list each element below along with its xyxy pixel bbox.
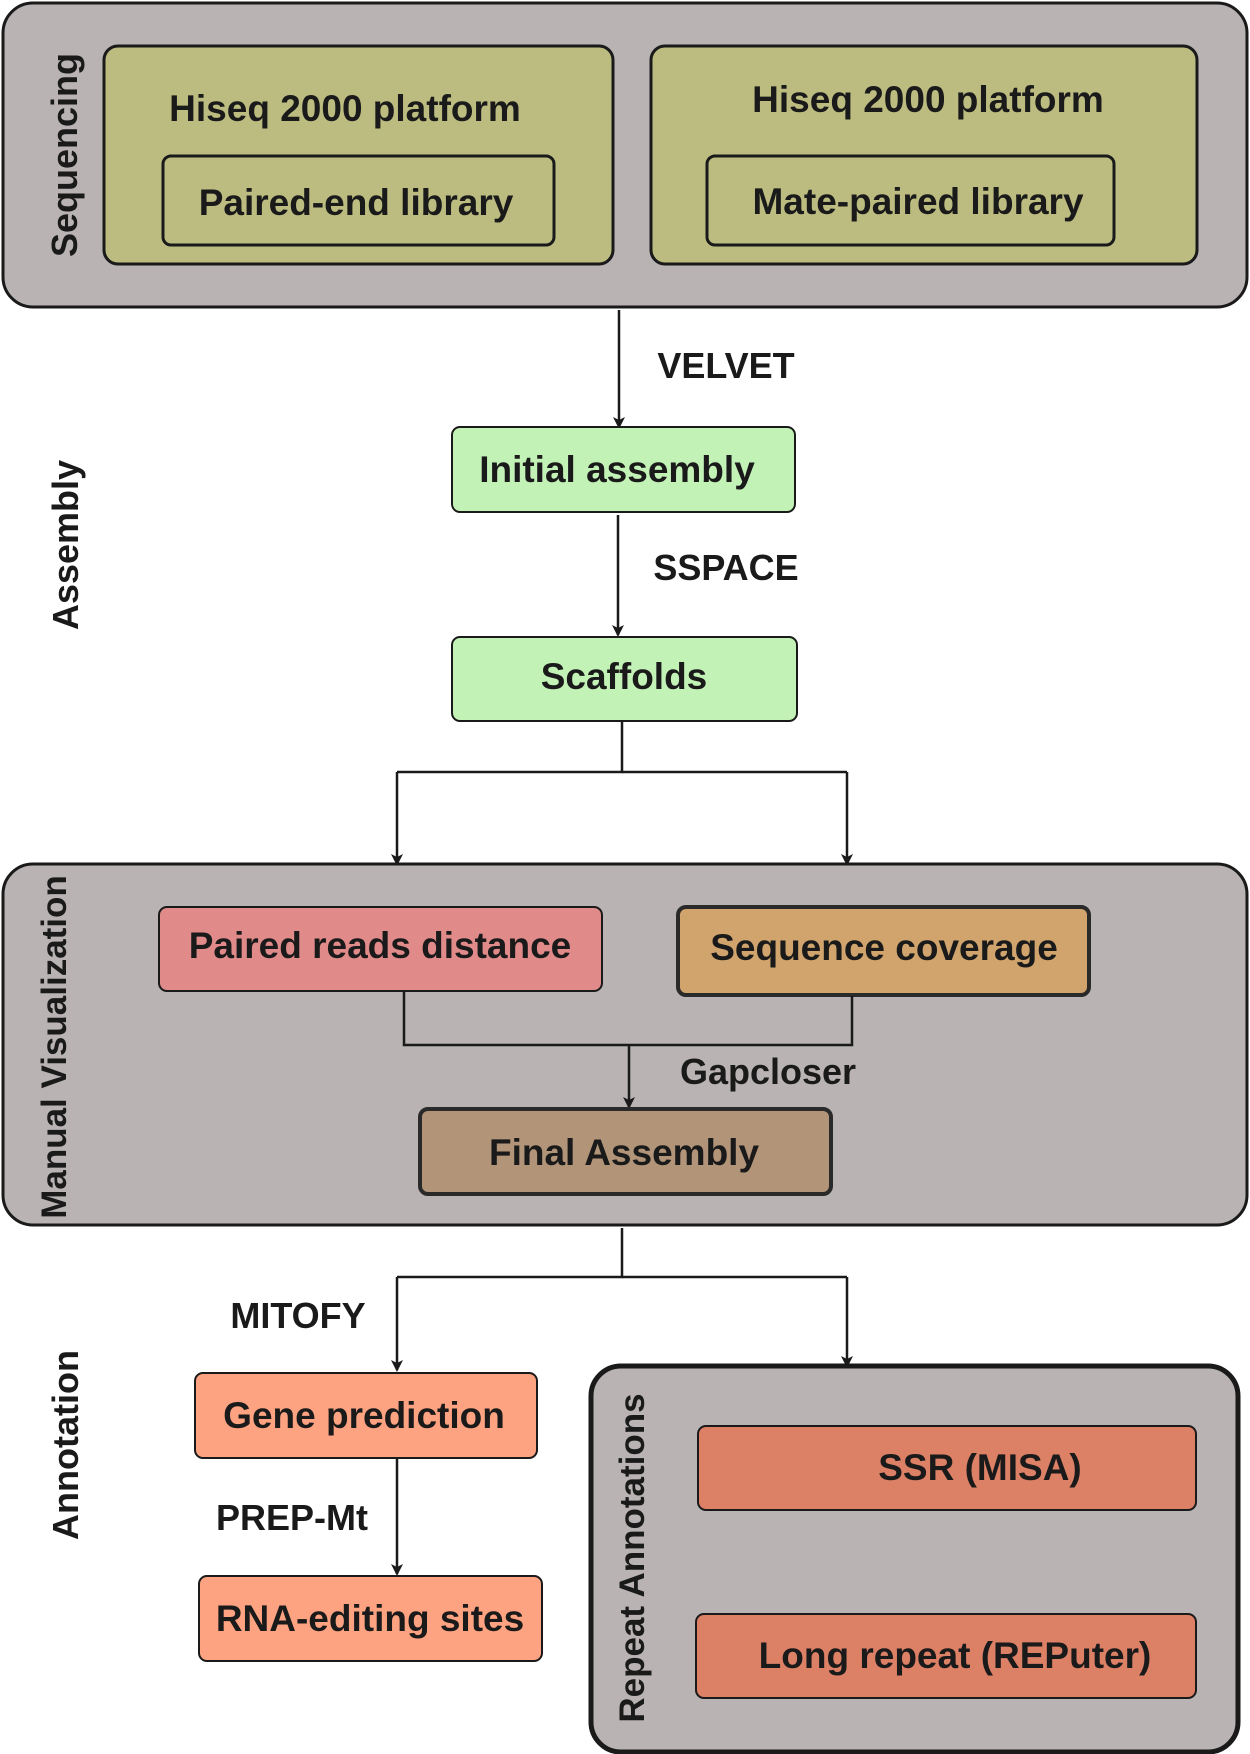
sequence-coverage-box xyxy=(676,905,1091,997)
velvet-label: VELVET xyxy=(657,345,794,386)
repeat-annotations-section-label: Repeat Annotations xyxy=(613,1393,652,1722)
long-repeat-label: Long repeat (REPuter) xyxy=(759,1635,1152,1676)
mitofy-label: MITOFY xyxy=(230,1295,365,1336)
scaffolds-box xyxy=(451,636,798,722)
long-repeat-box xyxy=(695,1613,1197,1699)
initial-assembly-label: Initial assembly xyxy=(479,449,755,490)
assembly-section-label: Assembly xyxy=(45,460,86,630)
annotation-split-connector xyxy=(397,1228,624,1279)
gene-prediction-box xyxy=(194,1372,538,1459)
visualization-section-label: Manual Visualization xyxy=(35,875,74,1219)
rna-editing-sites-box xyxy=(198,1575,543,1662)
final-assembly-label: Final Assembly xyxy=(489,1132,759,1173)
final-assembly-box xyxy=(418,1107,833,1196)
gene-prediction-label: Gene prediction xyxy=(223,1395,505,1436)
sspace-label: SSPACE xyxy=(653,547,798,588)
paired-reads-distance-label: Paired reads distance xyxy=(189,925,572,966)
mate-paired-library-box xyxy=(705,154,1116,247)
sequencing-section-label: Sequencing xyxy=(44,53,85,257)
annotation-section-label: Annotation xyxy=(45,1350,86,1540)
initial-assembly-box xyxy=(451,426,796,513)
ssr-misa-box xyxy=(697,1425,1197,1511)
gapcloser-label: Gapcloser xyxy=(680,1051,856,1092)
paired-end-library-label: Paired-end library xyxy=(199,182,514,223)
paired-reads-distance-box xyxy=(158,906,603,992)
platform-left-label: Hiseq 2000 platform xyxy=(169,88,521,129)
rna-editing-sites-label: RNA-editing sites xyxy=(216,1598,524,1639)
platform-right-label: Hiseq 2000 platform xyxy=(752,79,1104,120)
mate-paired-library-label: Mate-paired library xyxy=(752,181,1083,222)
prep-mt-label: PREP-Mt xyxy=(216,1497,368,1538)
sequence-coverage-label: Sequence coverage xyxy=(710,927,1058,968)
scaffolds-label: Scaffolds xyxy=(541,656,708,697)
ssr-misa-label: SSR (MISA) xyxy=(878,1447,1082,1488)
scaffolds-split-connector xyxy=(397,722,624,774)
paired-end-library-box xyxy=(161,154,556,247)
